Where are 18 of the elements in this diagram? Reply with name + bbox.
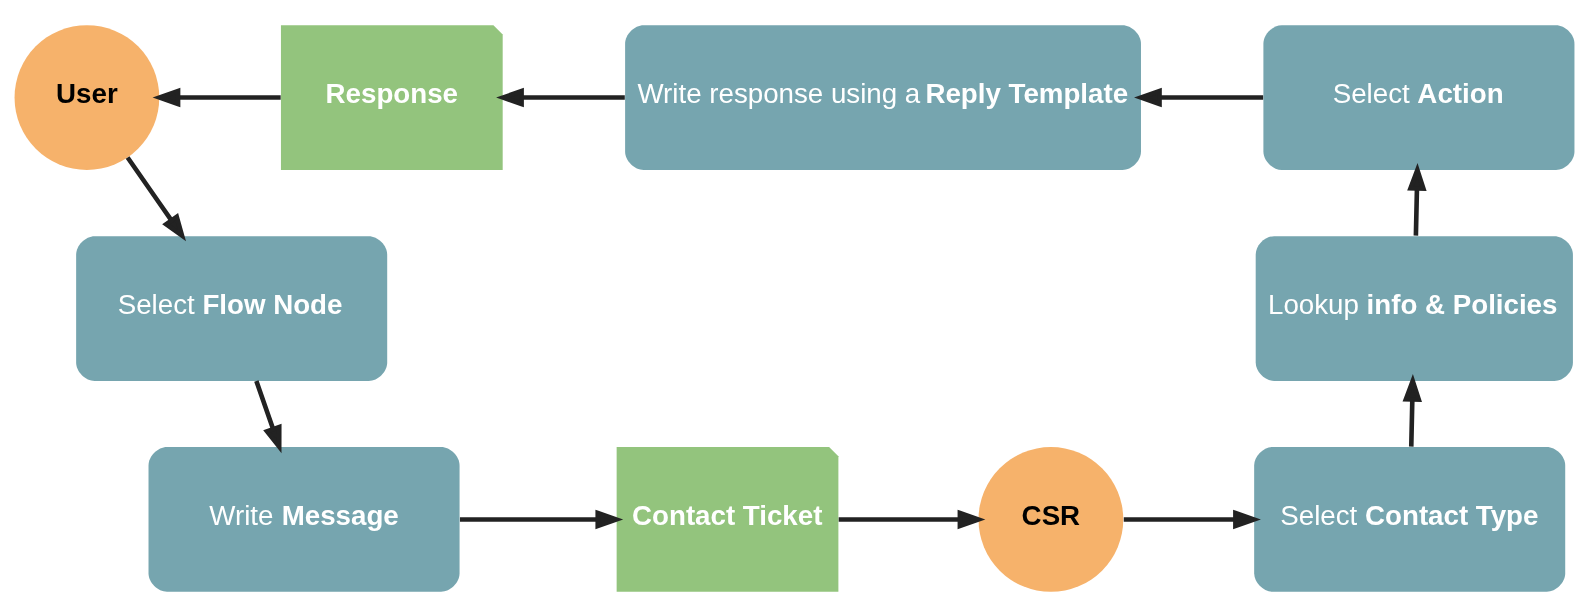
arrow	[1134, 87, 1264, 107]
arrow	[125, 155, 186, 241]
node-box: Write response using a Reply Template	[625, 24, 1141, 170]
arrow	[1407, 162, 1427, 236]
node-box: Select Flow Node	[76, 235, 388, 381]
arrow	[1402, 373, 1422, 447]
node-circle: User	[14, 24, 160, 170]
arrow	[838, 509, 986, 529]
node-box: Select Contact Type	[1254, 446, 1566, 592]
node-box: Select Action	[1263, 24, 1575, 170]
arrow	[496, 87, 625, 107]
arrow	[152, 87, 281, 107]
arrow	[254, 379, 282, 453]
node-box: Write Message	[148, 446, 460, 592]
node-circle: CSR	[978, 446, 1124, 592]
arrow	[1123, 509, 1261, 529]
node-box: Lookup info & Policies	[1255, 235, 1573, 381]
arrow	[459, 509, 624, 529]
